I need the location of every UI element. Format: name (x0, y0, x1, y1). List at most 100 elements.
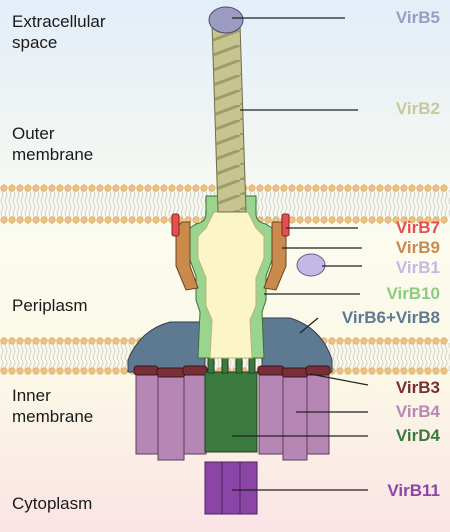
lipid-head (136, 184, 144, 192)
lipid-head (312, 216, 320, 224)
region-outer-line1: Outer (12, 124, 55, 143)
lipid-head (56, 184, 64, 192)
lipid-head (88, 337, 96, 345)
lipid-head (432, 184, 440, 192)
lipid-head (104, 337, 112, 345)
lipid-head (288, 216, 296, 224)
lipid-head (128, 216, 136, 224)
lipid-head (80, 337, 88, 345)
lipid-head (400, 216, 408, 224)
lipid-head (296, 184, 304, 192)
core-channel (197, 211, 265, 359)
virb7-left (171, 213, 180, 237)
lipid-head (160, 216, 168, 224)
lipid-head (40, 216, 48, 224)
lipid-head (128, 337, 136, 345)
lipid-head (288, 184, 296, 192)
lipid-head (416, 216, 424, 224)
lipid-head (160, 184, 168, 192)
lipid-head (56, 216, 64, 224)
lipid-head (368, 216, 376, 224)
virb7-right (281, 213, 290, 237)
region-inner-membrane: Inner membrane (12, 385, 142, 427)
lipid-head (344, 367, 352, 375)
lipid-head (16, 216, 24, 224)
label-virb11: VirB11 (387, 481, 440, 500)
lipid-head (104, 367, 112, 375)
lipid-head (48, 216, 56, 224)
lipid-head (336, 216, 344, 224)
lipid-head (64, 184, 72, 192)
lipid-head (360, 367, 368, 375)
region-outer-line2: membrane (12, 145, 94, 164)
lipid-head (192, 216, 200, 224)
region-extracellular-line1: Extracellular (12, 12, 106, 31)
lipid-head (328, 337, 336, 345)
lipid-head (392, 337, 400, 345)
leader-lines (232, 17, 369, 491)
lipid-head (80, 184, 88, 192)
virb4-right (258, 371, 330, 461)
lipid-head (144, 184, 152, 192)
label-virb2: VirB2 (395, 99, 440, 118)
virb1-shape (296, 253, 326, 277)
lipid-head (360, 184, 368, 192)
lipid-head (88, 184, 96, 192)
lipid-head (408, 184, 416, 192)
lipid-head (432, 216, 440, 224)
lipid-head (8, 337, 16, 345)
lipid-head (360, 216, 368, 224)
lipid-head (352, 337, 360, 345)
lipid-head (32, 367, 40, 375)
lipid-head (360, 337, 368, 345)
lipid-head (96, 367, 104, 375)
lipid-head (368, 367, 376, 375)
lipid-head (304, 216, 312, 224)
lipid-head (376, 184, 384, 192)
lipid-head (440, 367, 448, 375)
lipid-head (384, 337, 392, 345)
label-virb6-virb8: VirB6+VirB8 (341, 308, 440, 327)
lipid-head (184, 184, 192, 192)
lipid-head (256, 184, 264, 192)
lipid-head (344, 337, 352, 345)
lipid-head (56, 367, 64, 375)
lipid-head (112, 337, 120, 345)
lipid-head (384, 367, 392, 375)
lipid-head (96, 337, 104, 345)
lipid-head (64, 367, 72, 375)
lipid-head (432, 367, 440, 375)
lipid-head (320, 184, 328, 192)
lipid-head (376, 337, 384, 345)
lipid-head (296, 216, 304, 224)
lipid-head (8, 367, 16, 375)
lipid-head (392, 216, 400, 224)
label-virb4: VirB4 (395, 402, 440, 421)
lipid-head (432, 337, 440, 345)
lipid-head (120, 367, 128, 375)
label-virD4: VirD4 (395, 426, 440, 445)
region-cytoplasm: Cytoplasm (12, 494, 93, 513)
lipid-head (0, 367, 8, 375)
lipid-head (336, 337, 344, 345)
lipid-head (112, 367, 120, 375)
lipid-head (16, 184, 24, 192)
lipid-head (152, 184, 160, 192)
lipid-head (40, 337, 48, 345)
lipid-head (368, 337, 376, 345)
lipid-head (424, 367, 432, 375)
lipid-head (80, 216, 88, 224)
virD4-shape (204, 356, 258, 453)
lipid-head (32, 337, 40, 345)
lipid-head (312, 184, 320, 192)
lipid-head (0, 337, 8, 345)
virb5-shape (208, 6, 244, 34)
lipid-head (96, 216, 104, 224)
lipid-head (400, 367, 408, 375)
lipid-head (272, 184, 280, 192)
virb4-left (135, 371, 207, 461)
lipid-head (24, 367, 32, 375)
lipid-head (72, 337, 80, 345)
lipid-head (424, 337, 432, 345)
